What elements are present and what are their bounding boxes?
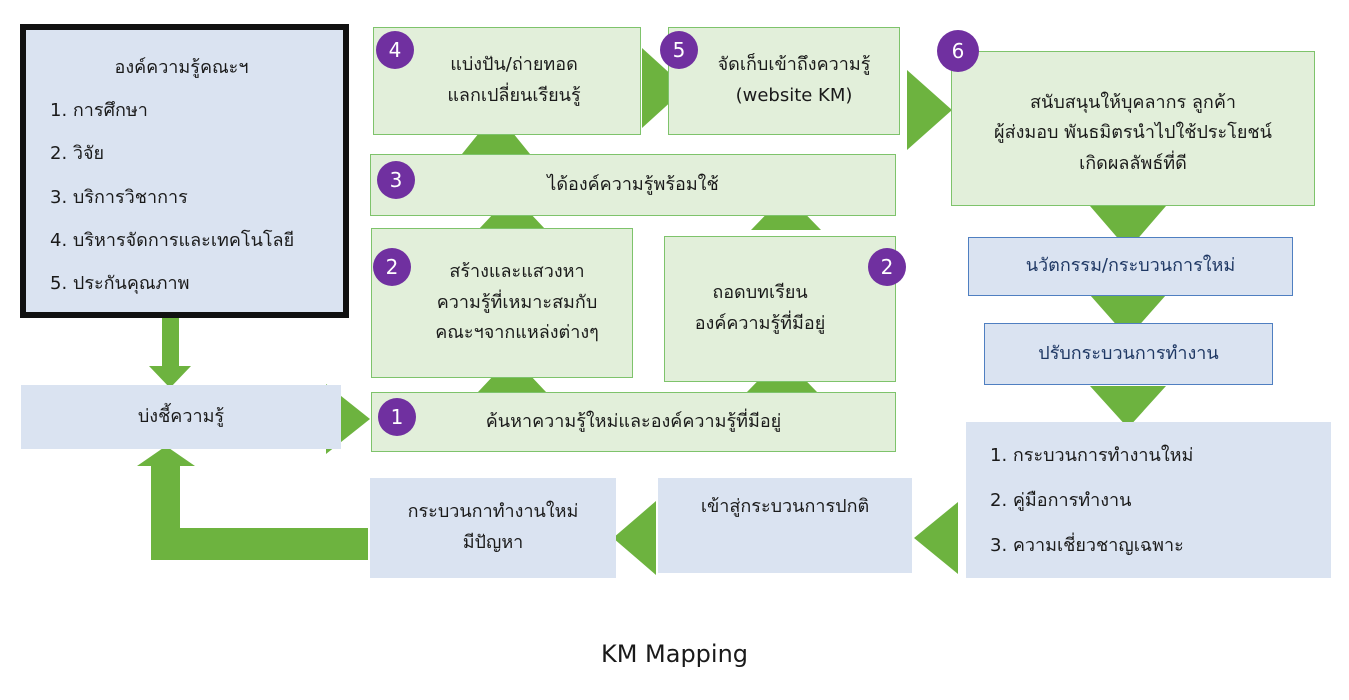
step2a-box: สร้างและแสวงหา ความรู้ที่เหมาะสมกับ คณะฯ… — [371, 228, 633, 378]
step6-line: ผู้ส่งมอบ พันธมิตรนำไปใช้ประโยชน์ — [994, 122, 1272, 144]
arrow-left-problem — [613, 501, 656, 575]
step6-box: สนับสนุนให้บุคลากร ลูกค้า ผู้ส่งมอบ พันธ… — [951, 51, 1315, 206]
improve-box: ปรับกระบวนการทำงาน — [984, 323, 1273, 385]
improve-label: ปรับกระบวนการทำงาน — [1038, 342, 1219, 364]
innovation-box: นวัตกรรม/กระบวนการใหม่ — [968, 237, 1293, 296]
category-item: 3. บริการวิชาการ — [50, 186, 188, 208]
step2b-line: ถอดบทเรียน — [712, 282, 808, 304]
step5-badge: 5 — [660, 31, 698, 69]
arrow-elbow-problem-identify — [137, 446, 368, 560]
step2a-line: สร้างและแสวงหา — [449, 261, 585, 283]
category-item: 1. การศึกษา — [50, 100, 148, 122]
step1-box: ค้นหาความรู้ใหม่และองค์ความรู้ที่มีอยู่ — [371, 392, 896, 452]
diagram-caption: KM Mapping — [600, 640, 749, 668]
step4-badge: 4 — [376, 31, 414, 69]
category-item: 2. วิจัย — [50, 143, 105, 165]
step5-line: (website KM) — [735, 85, 853, 106]
outputs-box: 1. กระบวนการทำงานใหม่ 2. คู่มือการทำงาน … — [966, 422, 1331, 578]
arrow-down-improve — [1090, 295, 1166, 338]
output-item: 1. กระบวนการทำงานใหม่ — [990, 444, 1194, 466]
category-item: 4. บริหารจัดการและเทคโนโลยี — [50, 229, 295, 251]
output-item: 2. คู่มือการทำงาน — [990, 489, 1132, 511]
step2b-line: องค์ความรู้ที่มีอยู่ — [694, 313, 826, 334]
step2a-line: ความรู้ที่เหมาะสมกับ — [436, 291, 598, 313]
step4-line: แลกเปลี่ยนเรียนรู้ — [447, 85, 581, 106]
step2a-line: คณะฯจากแหล่งต่างๆ — [435, 322, 599, 344]
step1-label: ค้นหาความรู้ใหม่และองค์ความรู้ที่มีอยู่ — [485, 410, 782, 432]
arrow-left-normal — [914, 502, 958, 574]
step2b-badge: 2 — [868, 248, 906, 286]
normal-process-label: เข้าสู่กระบวนการปกติ — [700, 496, 870, 517]
arrow-right-step6 — [907, 70, 952, 150]
step3-label: ได้องค์ความรู้พร้อมใช้ — [547, 173, 719, 195]
step5-line: จัดเก็บเข้าถึงความรู้ — [717, 54, 871, 76]
step6-line: สนับสนุนให้บุคลากร ลูกค้า — [1030, 91, 1236, 113]
arrow-down-categories — [149, 318, 191, 388]
categories-box: องค์ความรู้คณะฯ 1. การศึกษา 2. วิจัย 3. … — [20, 24, 349, 318]
normal-process-box: เข้าสู่กระบวนการปกติ — [658, 478, 912, 573]
step1-badge: 1 — [378, 398, 416, 436]
arrow-right-step5 — [642, 48, 686, 128]
identify-box: บ่งชี้ความรู้ — [21, 385, 341, 449]
step3-box: ได้องค์ความรู้พร้อมใช้ — [370, 154, 896, 216]
step2b-box: ถอดบทเรียน องค์ความรู้ที่มีอยู่ — [664, 236, 896, 382]
category-item: 5. ประกันคุณภาพ — [50, 272, 190, 294]
categories-title: องค์ความรู้คณะฯ — [114, 57, 249, 78]
innovation-label: นวัตกรรม/กระบวนการใหม่ — [1025, 255, 1236, 277]
output-item: 3. ความเชี่ยวชาญเฉพาะ — [990, 534, 1184, 556]
step3-badge: 3 — [377, 161, 415, 199]
step6-line: เกิดผลลัพธ์ที่ดี — [1079, 152, 1187, 174]
arrow-down-innovation — [1090, 206, 1166, 250]
step4-box: แบ่งปัน/ถ่ายทอด แลกเปลี่ยนเรียนรู้ — [373, 27, 641, 135]
problem-box: กระบวนกาทำงานใหม่ มีปัญหา — [370, 478, 616, 578]
step2a-badge: 2 — [373, 248, 411, 286]
problem-line: กระบวนกาทำงานใหม่ — [407, 501, 579, 523]
step6-badge: 6 — [937, 30, 979, 72]
step4-line: แบ่งปัน/ถ่ายทอด — [450, 54, 578, 76]
problem-line: มีปัญหา — [462, 532, 524, 553]
arrow-down-outputs — [1090, 386, 1166, 428]
step5-box: จัดเก็บเข้าถึงความรู้ (website KM) — [668, 27, 900, 135]
identify-label: บ่งชี้ความรู้ — [137, 405, 225, 427]
